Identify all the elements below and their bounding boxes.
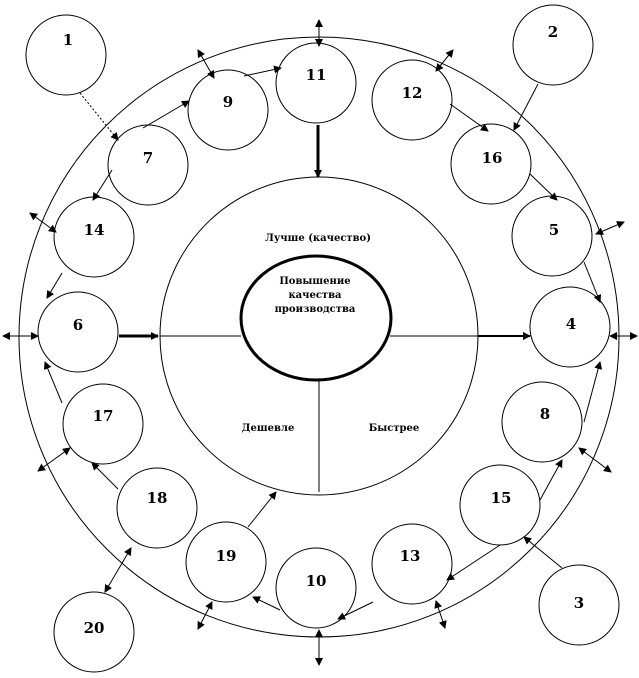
node-7: 7 [107,124,189,206]
svg-text:11: 11 [306,66,327,84]
svg-text:18: 18 [147,489,168,507]
svg-text:12: 12 [402,84,423,102]
node-6: 6 [37,291,119,373]
node-13: 13 [371,523,453,605]
boundary-arrows [2,19,638,666]
svg-text:6: 6 [73,316,83,334]
node-20: 20 [53,591,135,673]
node-5: 5 [511,195,593,277]
center-label-1: Повышение [279,276,350,287]
sector-right-label: Быстрее [369,423,420,434]
node-10: 10 [275,547,357,629]
svg-text:1: 1 [63,31,73,49]
node-15: 15 [459,464,541,546]
node-14: 14 [53,196,135,278]
svg-text:5: 5 [549,221,559,239]
svg-text:17: 17 [93,407,114,425]
svg-text:14: 14 [84,221,105,239]
node-8: 8 [501,381,583,463]
sector-top-label: Лучше (качество) [265,233,371,244]
sector-left-label: Дешевле [242,423,295,434]
node-4: 4 [529,286,611,368]
center-circle [239,254,393,382]
node-17: 17 [62,383,144,465]
node-12: 12 [371,59,453,141]
svg-text:10: 10 [306,572,327,590]
svg-text:9: 9 [223,93,233,111]
node-19: 19 [185,521,267,603]
svg-text:16: 16 [482,149,503,167]
node-3: 3 [538,564,620,646]
center-label-3: производства [275,304,356,315]
node-1: 1 [25,14,107,96]
svg-text:20: 20 [84,619,105,637]
flow-arrows [43,65,603,620]
svg-text:3: 3 [574,594,584,612]
node-9: 9 [187,69,269,151]
node-18: 18 [116,467,198,549]
svg-text:15: 15 [491,489,512,507]
svg-text:19: 19 [216,547,237,565]
center-label-2: качества [288,290,342,301]
node-16: 16 [450,123,532,205]
external-links [79,83,563,593]
svg-text:2: 2 [548,23,558,41]
node-2: 2 [512,4,594,86]
svg-text:13: 13 [400,547,421,565]
svg-text:7: 7 [143,149,153,167]
svg-text:4: 4 [566,315,576,333]
svg-text:8: 8 [540,405,550,423]
node-11: 11 [275,42,357,124]
